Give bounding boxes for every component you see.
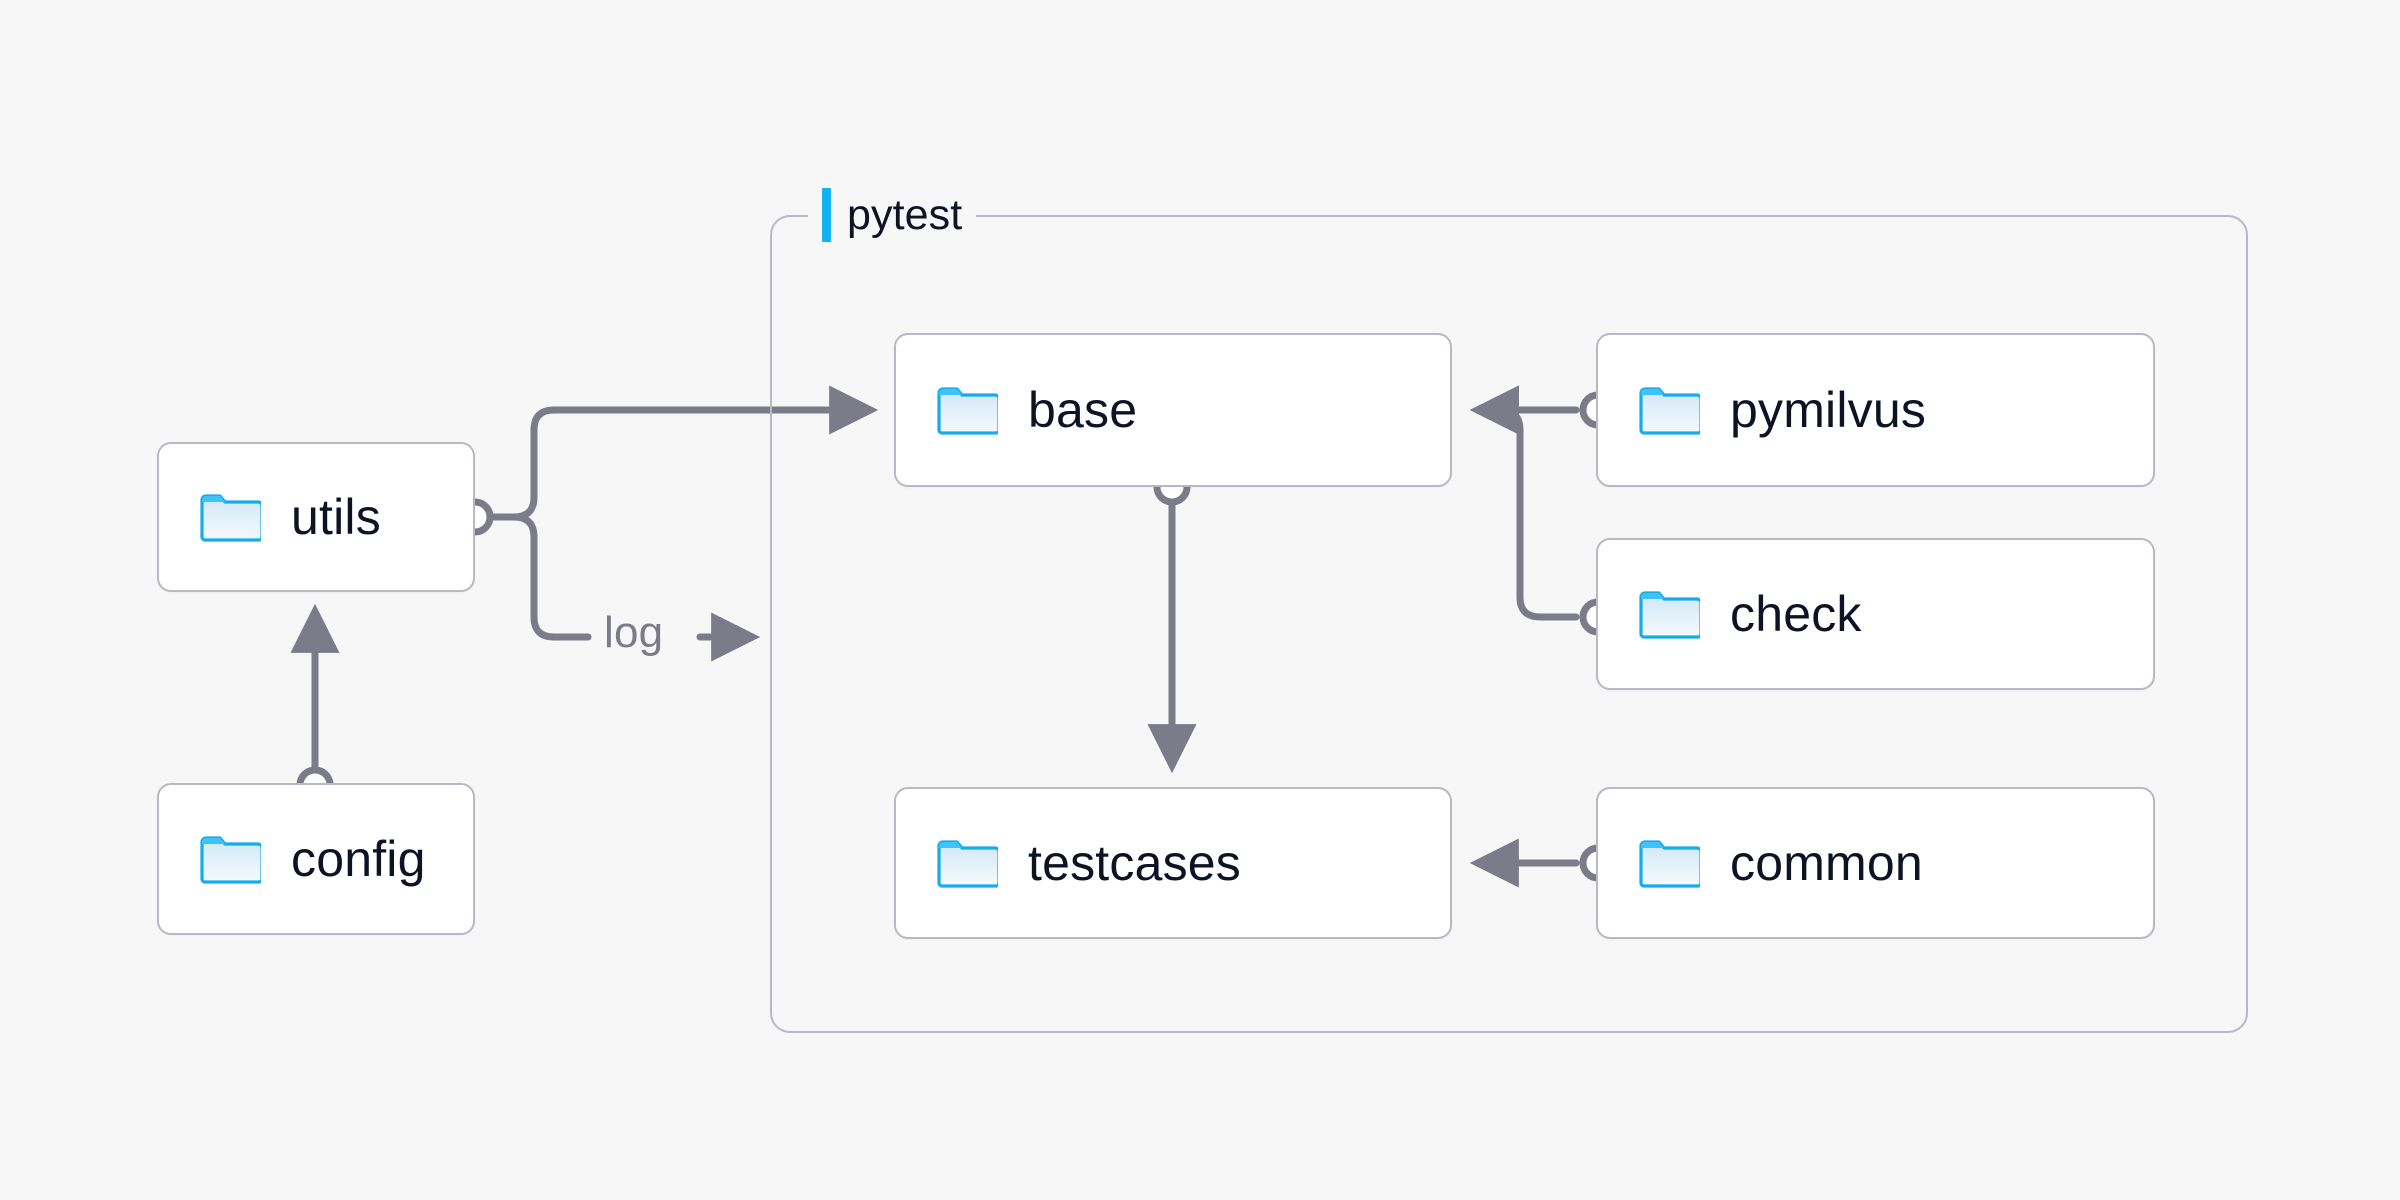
node-utils[interactable]: utils <box>157 442 475 592</box>
node-label: config <box>291 831 426 887</box>
group-label-pytest: pytest <box>808 188 977 242</box>
node-base[interactable]: base <box>894 333 1452 487</box>
node-config[interactable]: config <box>157 783 475 935</box>
node-label: testcases <box>1028 835 1242 891</box>
node-label: pymilvus <box>1730 382 1927 438</box>
node-label: base <box>1028 382 1138 438</box>
folder-icon <box>1639 840 1700 888</box>
node-testcases[interactable]: testcases <box>894 787 1452 939</box>
node-label: common <box>1730 835 1923 891</box>
group-title: pytest <box>847 190 963 239</box>
folder-icon <box>937 840 998 888</box>
folder-icon <box>200 494 261 542</box>
edge-label-log: log <box>604 608 664 657</box>
folder-icon <box>200 836 261 884</box>
node-label: check <box>1730 586 1862 642</box>
group-container-pytest[interactable] <box>770 215 2248 1033</box>
node-common[interactable]: common <box>1596 787 2155 939</box>
node-label: utils <box>291 489 381 545</box>
folder-icon <box>937 387 998 435</box>
node-pymilvus[interactable]: pymilvus <box>1596 333 2155 487</box>
edge-utils-to-log <box>510 513 592 641</box>
folder-icon <box>1639 591 1700 639</box>
node-check[interactable]: check <box>1596 538 2155 690</box>
folder-icon <box>1639 387 1700 435</box>
vertical-accent-bar-icon <box>822 188 831 242</box>
